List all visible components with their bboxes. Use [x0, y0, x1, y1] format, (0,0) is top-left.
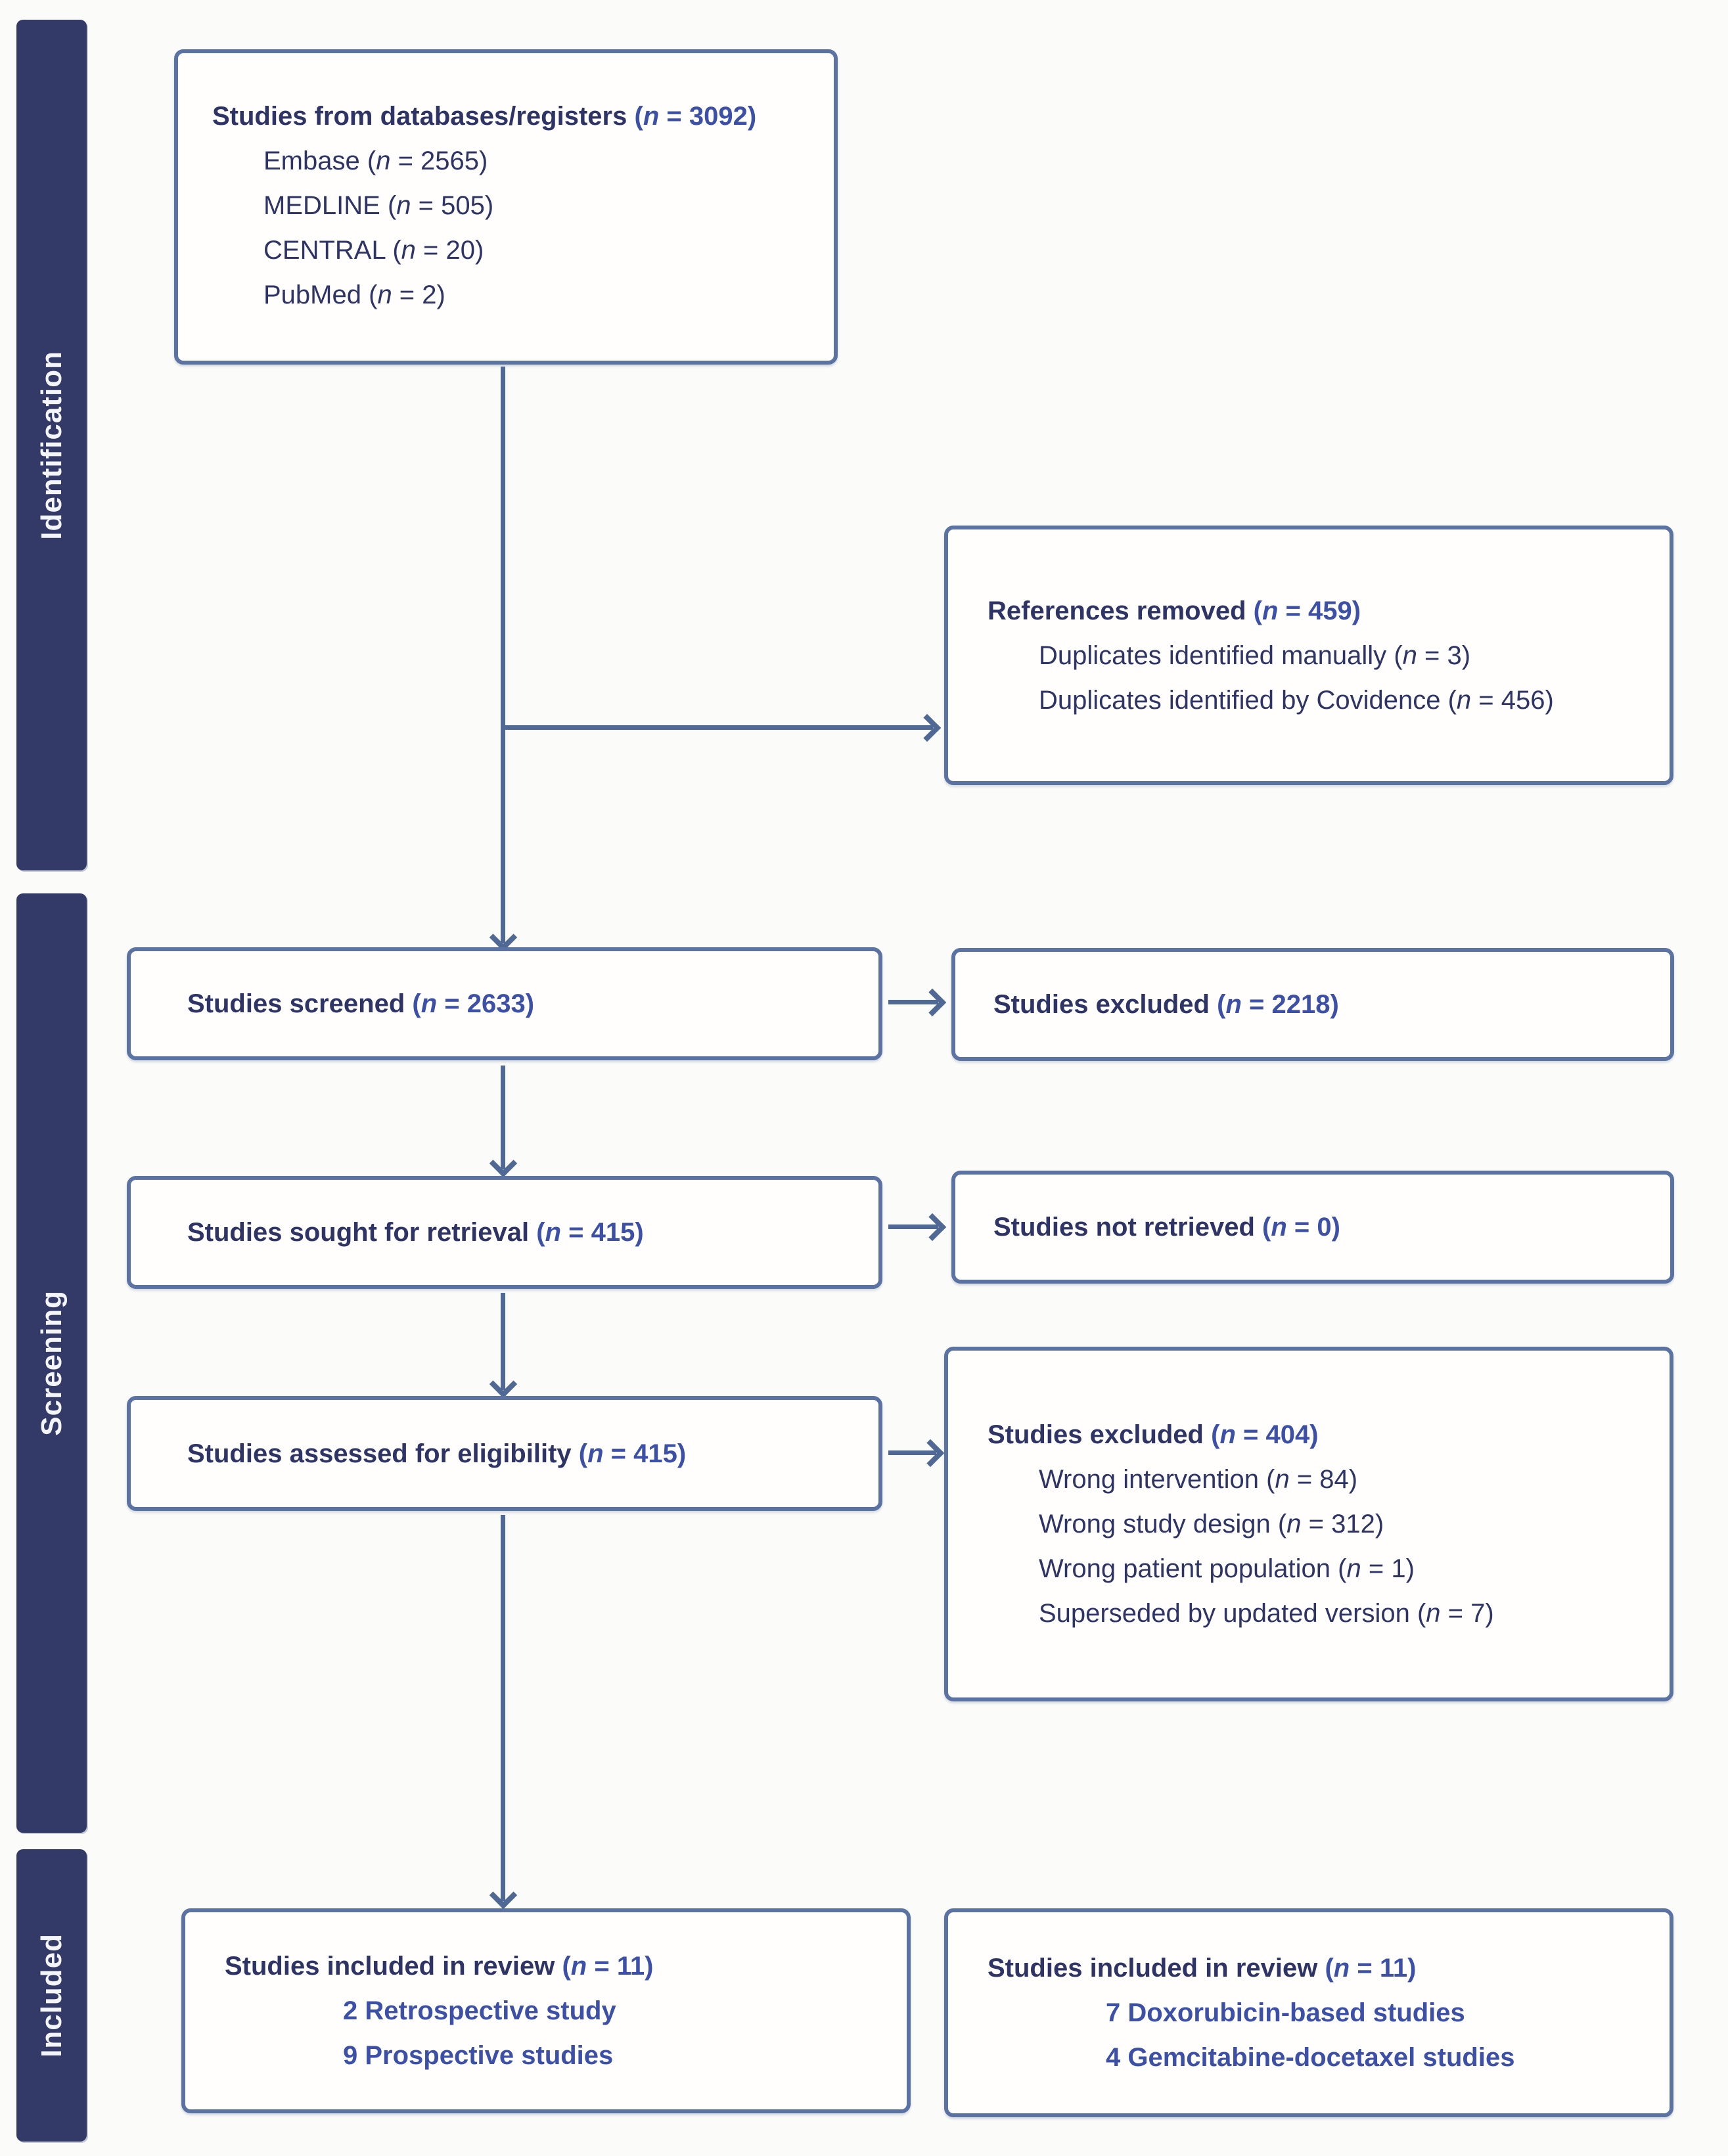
box-included-by-regimen-items: 7 Doxorubicin-based studies 4 Gemcitabin…: [988, 1990, 1650, 2080]
box-studies-not-retrieved: Studies not retrieved (n = 0): [951, 1171, 1674, 1284]
source-item-medline: MEDLINE (n = 505): [263, 191, 494, 220]
excluded-item-wrong-population: Wrong patient population (n = 1): [1039, 1554, 1415, 1583]
box-studies-excluded-eligibility-title: Studies excluded (n = 404): [988, 1412, 1650, 1457]
included-item-doxorubicin: 7 Doxorubicin-based studies: [1106, 1998, 1465, 2027]
box-studies-screened-count: (n = 2633): [412, 989, 535, 1018]
source-item-central: CENTRAL (n = 20): [263, 236, 484, 265]
box-studies-screened-title: Studies screened (n = 2633): [187, 981, 859, 1026]
arrow-screened-to-sought: [501, 1066, 505, 1169]
included-item-gemcitabine: 4 Gemcitabine-docetaxel studies: [1106, 2043, 1515, 2072]
box-studies-from-databases-title: Studies from databases/registers (n = 30…: [212, 94, 758, 139]
arrow-screened-to-excluded: [888, 1000, 938, 1004]
box-studies-excluded-eligibility-count: (n = 404): [1211, 1420, 1319, 1449]
arrow-sought-to-not-retrieved: [888, 1224, 938, 1229]
box-studies-screened: Studies screened (n = 2633): [127, 947, 882, 1060]
source-item-embase: Embase (n = 2565): [263, 146, 488, 175]
box-included-by-regimen-label: Studies included in review: [988, 1954, 1318, 1983]
box-studies-not-retrieved-label: Studies not retrieved: [993, 1213, 1255, 1242]
removed-item-manual: Duplicates identified manually (n = 3): [1039, 640, 1471, 670]
box-studies-sought: Studies sought for retrieval (n = 415): [127, 1176, 882, 1289]
included-item-retrospective: 2 Retrospective study: [343, 1996, 616, 2025]
box-included-by-regimen: Studies included in review (n = 11) 7 Do…: [944, 1908, 1673, 2117]
arrow-branch-to-references-removed: [503, 725, 933, 730]
box-studies-sought-title: Studies sought for retrieval (n = 415): [187, 1210, 859, 1255]
box-references-removed: References removed (n = 459) Duplicates …: [944, 526, 1673, 785]
box-studies-sought-label: Studies sought for retrieval: [187, 1218, 530, 1247]
arrow-databases-to-screened: [501, 367, 505, 943]
box-included-by-design: Studies included in review (n = 11) 2 Re…: [181, 1908, 911, 2113]
box-references-removed-title: References removed (n = 459): [988, 589, 1650, 633]
excluded-item-superseded: Superseded by updated version (n = 7): [1039, 1599, 1494, 1628]
excluded-item-wrong-intervention: Wrong intervention (n = 84): [1039, 1465, 1358, 1494]
arrow-assessed-to-excluded-eligibility: [888, 1450, 936, 1455]
box-references-removed-count: (n = 459): [1253, 596, 1361, 625]
box-studies-excluded-eligibility-items: Wrong intervention (n = 84) Wrong study …: [988, 1457, 1650, 1636]
source-item-pubmed: PubMed (n = 2): [263, 281, 445, 309]
box-studies-screened-label: Studies screened: [187, 989, 405, 1018]
stage-bar-identification: Identification: [16, 20, 87, 870]
box-studies-excluded-eligibility-label: Studies excluded: [988, 1420, 1204, 1449]
box-references-removed-items: Duplicates identified manually (n = 3) D…: [988, 633, 1650, 723]
box-studies-excluded-eligibility: Studies excluded (n = 404) Wrong interve…: [944, 1347, 1673, 1701]
box-included-by-regimen-title: Studies included in review (n = 11): [988, 1946, 1650, 1990]
box-references-removed-label: References removed: [988, 596, 1246, 625]
box-included-by-design-label: Studies included in review: [225, 1952, 555, 1981]
included-item-prospective: 9 Prospective studies: [343, 2041, 614, 2070]
box-studies-from-databases-items: Embase (n = 2565) MEDLINE (n = 505) CENT…: [212, 139, 807, 317]
box-studies-not-retrieved-count: (n = 0): [1262, 1213, 1340, 1242]
box-studies-assessed: Studies assessed for eligibility (n = 41…: [127, 1396, 882, 1511]
box-studies-excluded-screening-title: Studies excluded (n = 2218): [993, 982, 1650, 1027]
stage-label-screening: Screening: [35, 1290, 68, 1436]
box-studies-from-databases: Studies from databases/registers (n = 30…: [174, 49, 838, 365]
excluded-item-wrong-design: Wrong study design (n = 312): [1039, 1510, 1384, 1538]
box-studies-excluded-screening-label: Studies excluded: [993, 990, 1210, 1019]
box-studies-not-retrieved-title: Studies not retrieved (n = 0): [993, 1205, 1650, 1249]
box-studies-assessed-title: Studies assessed for eligibility (n = 41…: [187, 1431, 859, 1476]
box-studies-from-databases-label: Studies from databases/registers: [212, 102, 627, 131]
box-studies-excluded-screening: Studies excluded (n = 2218): [951, 948, 1674, 1061]
box-studies-assessed-label: Studies assessed for eligibility: [187, 1439, 572, 1468]
box-studies-from-databases-count: (n = 3092): [634, 102, 757, 131]
arrow-assessed-to-included: [501, 1515, 505, 1901]
box-included-by-design-title: Studies included in review (n = 11): [225, 1944, 887, 1988]
stage-label-included: Included: [35, 1933, 68, 2057]
stage-bar-screening: Screening: [16, 893, 87, 1833]
box-studies-excluded-screening-count: (n = 2218): [1217, 990, 1339, 1019]
box-studies-sought-count: (n = 415): [536, 1218, 644, 1247]
arrow-sought-to-assessed: [501, 1293, 505, 1390]
box-studies-assessed-count: (n = 415): [578, 1439, 687, 1468]
stage-bar-included: Included: [16, 1849, 87, 2142]
box-included-by-design-items: 2 Retrospective study 9 Prospective stud…: [225, 1988, 887, 2078]
stage-label-identification: Identification: [35, 350, 68, 540]
box-included-by-regimen-count: (n = 11): [1325, 1954, 1417, 1983]
removed-item-covidence: Duplicates identified by Covidence (n = …: [1039, 685, 1554, 715]
box-included-by-design-count: (n = 11): [562, 1952, 654, 1981]
